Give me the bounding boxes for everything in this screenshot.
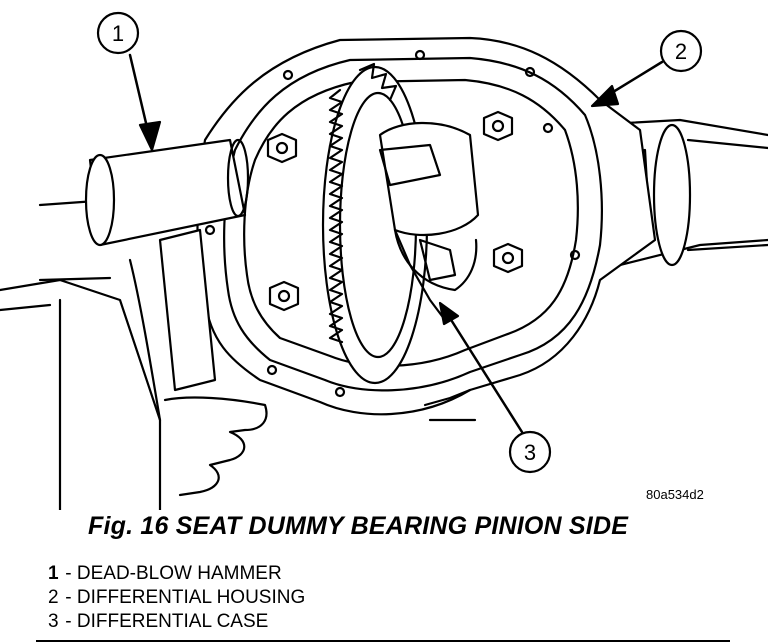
legend-separator: - [65,563,72,584]
callout-1-number: 1 [112,21,124,46]
cover-bolts [204,49,581,398]
image-code: 80a534d2 [646,487,704,502]
bolt [268,280,300,312]
legend-item-label: DIFFERENTIAL CASE [76,611,269,632]
legend-item-number: 3 [48,611,59,632]
legend-item-number: 1 [48,563,59,584]
legend-item: 1 - DEAD-BLOW HAMMER [48,562,305,586]
bolt [482,110,514,142]
callout-3-number: 3 [524,440,536,465]
differential-case [378,121,480,322]
legend-item-label: DIFFERENTIAL HOUSING [76,587,306,608]
callout-2-number: 2 [675,39,687,64]
callout-3 [438,301,552,474]
legend-separator: - [65,611,72,632]
legend-item: 3 - DIFFERENTIAL CASE [48,610,305,634]
callout-1 [96,11,162,152]
legend-item-label: DEAD-BLOW HAMMER [76,563,282,584]
figure-caption: Fig. 16 SEAT DUMMY BEARING PINION SIDE [88,512,629,540]
legend-item: 2 - DIFFERENTIAL HOUSING [48,586,305,610]
bolt [266,132,298,164]
dead-blow-hammer [0,138,268,510]
divider [36,640,730,642]
legend-item-number: 2 [48,587,59,608]
bolt [492,242,524,274]
legend-separator: - [65,587,72,608]
technical-illustration: 1 2 3 [0,11,768,510]
callout-legend: 1 - DEAD-BLOW HAMMER 2 - DIFFERENTIAL HO… [48,562,305,634]
callout-2 [590,29,703,108]
